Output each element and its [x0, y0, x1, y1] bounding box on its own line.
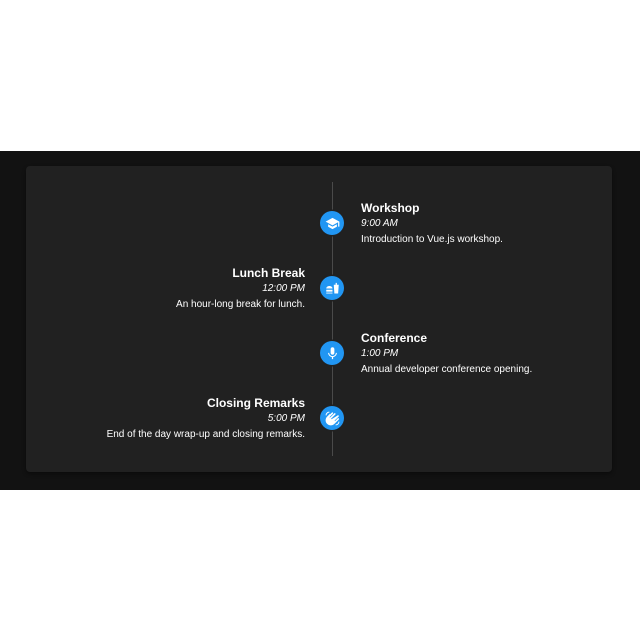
event-time: 9:00 AM	[361, 218, 398, 229]
timeline-item-lunch-break: Lunch Break 12:00 PM An hour-long break …	[26, 266, 612, 328]
event-description: An hour-long break for lunch.	[176, 299, 305, 310]
timeline-item-conference: Conference 1:00 PM Annual developer conf…	[26, 331, 612, 393]
timeline-content: Workshop 9:00 AM Introduction to Vue.js …	[361, 201, 621, 246]
food-icon	[325, 281, 340, 296]
event-title: Conference	[361, 331, 428, 345]
event-title: Closing Remarks	[206, 396, 305, 410]
event-title: Lunch Break	[232, 266, 305, 280]
event-time: 1:00 PM	[361, 348, 399, 359]
microphone-icon	[325, 346, 340, 361]
event-description: Annual developer conference opening.	[361, 364, 533, 375]
event-time: 12:00 PM	[262, 283, 305, 294]
timeline-dot	[320, 406, 344, 430]
timeline-line	[331, 182, 333, 456]
timeline-item-workshop: Workshop 9:00 AM Introduction to Vue.js …	[26, 201, 612, 263]
timeline-card: Workshop 9:00 AM Introduction to Vue.js …	[26, 166, 612, 472]
timeline-dot	[320, 211, 344, 235]
event-description: End of the day wrap-up and closing remar…	[106, 429, 305, 440]
timeline-content: Closing Remarks 5:00 PM End of the day w…	[45, 396, 305, 441]
timeline-content: Lunch Break 12:00 PM An hour-long break …	[45, 266, 305, 311]
timeline-item-closing-remarks: Closing Remarks 5:00 PM End of the day w…	[26, 396, 612, 458]
timeline-dot	[320, 276, 344, 300]
event-description: Introduction to Vue.js workshop.	[361, 234, 503, 245]
graduation-cap-icon	[325, 216, 340, 231]
hand-wave-icon	[325, 411, 340, 426]
event-title: Workshop	[361, 201, 420, 215]
timeline-dot	[320, 341, 344, 365]
timeline-content: Conference 1:00 PM Annual developer conf…	[361, 331, 621, 376]
event-time: 5:00 PM	[267, 413, 305, 424]
app-background: Workshop 9:00 AM Introduction to Vue.js …	[0, 151, 640, 490]
